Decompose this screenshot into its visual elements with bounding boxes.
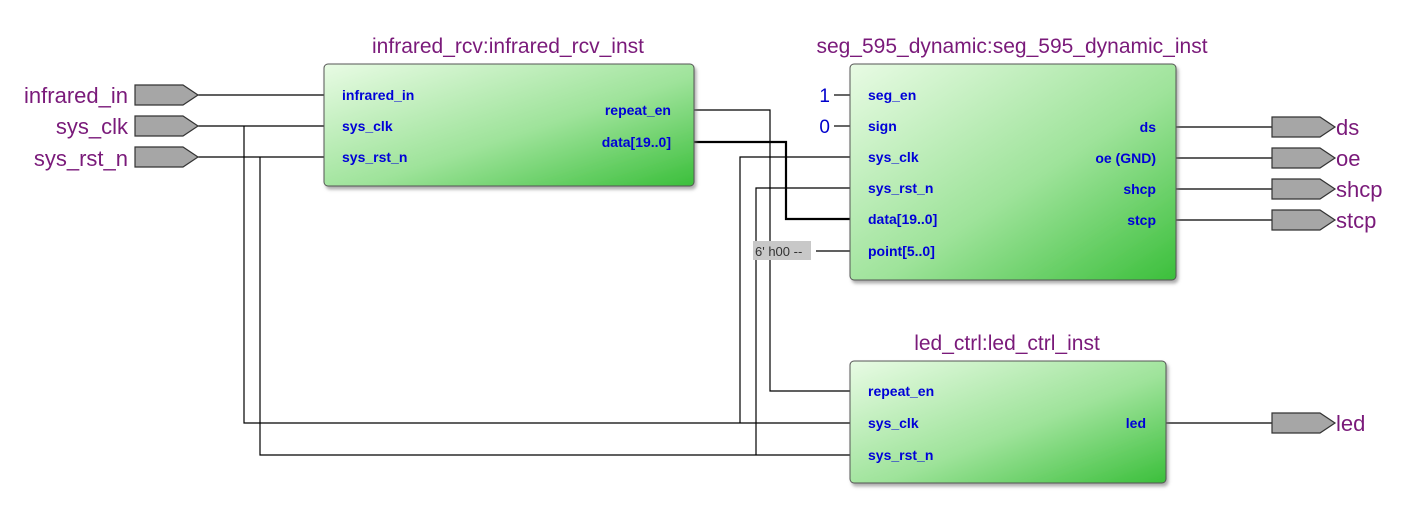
port-label: repeat_en — [605, 102, 671, 118]
port-label: sys_clk — [342, 118, 393, 134]
input-pin-label: infrared_in — [24, 83, 128, 108]
input-pin-infrared-in[interactable]: infrared_in — [24, 83, 200, 108]
block-title: seg_595_dynamic:seg_595_dynamic_inst — [816, 35, 1207, 58]
port-label: sys_clk — [868, 149, 919, 165]
output-pin-led[interactable]: led — [1271, 411, 1365, 436]
block-body[interactable] — [849, 63, 1177, 281]
port-label: infrared_in — [342, 87, 414, 103]
block-body[interactable] — [849, 360, 1167, 484]
port-label: data[19..0] — [868, 211, 937, 227]
port-label: sys_clk — [868, 415, 919, 431]
block-infrared-rcv[interactable]: infrared_rcv:infrared_rcv_inst infrared_… — [323, 35, 695, 187]
constant-point: 6' h00 -- — [753, 241, 811, 260]
constant-point-label: 6' h00 -- — [755, 244, 802, 259]
port-label: data[19..0] — [602, 134, 671, 150]
port-label: seg_en — [868, 87, 916, 103]
input-pin-sys-rst-n[interactable]: sys_rst_n — [34, 146, 200, 171]
output-pin-label: led — [1336, 411, 1365, 436]
constant-point-bg — [753, 241, 811, 260]
output-pin-stcp[interactable]: stcp — [1271, 208, 1376, 233]
output-pin-label: stcp — [1336, 208, 1376, 233]
port-label: stcp — [1127, 212, 1156, 228]
port-label: sign — [868, 118, 897, 134]
input-pin-label: sys_clk — [56, 114, 129, 139]
port-label: shcp — [1123, 181, 1156, 197]
port-label: led — [1126, 415, 1146, 431]
port-label: sys_rst_n — [868, 447, 933, 463]
output-pin-oe[interactable]: oe — [1271, 146, 1360, 171]
output-pin-ds[interactable]: ds — [1271, 115, 1359, 140]
input-pin-label: sys_rst_n — [34, 146, 128, 171]
block-led-ctrl[interactable]: led_ctrl:led_ctrl_inst repeat_en sys_clk… — [849, 332, 1167, 484]
port-label: ds — [1140, 119, 1157, 135]
port-label: sys_rst_n — [868, 180, 933, 196]
output-pin-shcp[interactable]: shcp — [1271, 177, 1382, 202]
port-label: point[5..0] — [868, 243, 935, 259]
block-title: led_ctrl:led_ctrl_inst — [914, 332, 1100, 355]
output-pin-label: shcp — [1336, 177, 1382, 202]
block-title: infrared_rcv:infrared_rcv_inst — [372, 35, 644, 58]
constant-sign: 0 — [819, 117, 830, 138]
port-label: repeat_en — [868, 383, 934, 399]
output-pin-label: ds — [1336, 115, 1359, 140]
block-seg-595-dynamic[interactable]: seg_595_dynamic:seg_595_dynamic_inst seg… — [816, 35, 1208, 281]
input-pin-sys-clk[interactable]: sys_clk — [56, 114, 200, 139]
output-pin-label: oe — [1336, 146, 1360, 171]
wires — [198, 94, 1272, 456]
port-label: sys_rst_n — [342, 149, 407, 165]
constant-seg-en: 1 — [819, 86, 830, 107]
block-body[interactable] — [323, 63, 695, 187]
port-label: oe (GND) — [1095, 150, 1156, 166]
